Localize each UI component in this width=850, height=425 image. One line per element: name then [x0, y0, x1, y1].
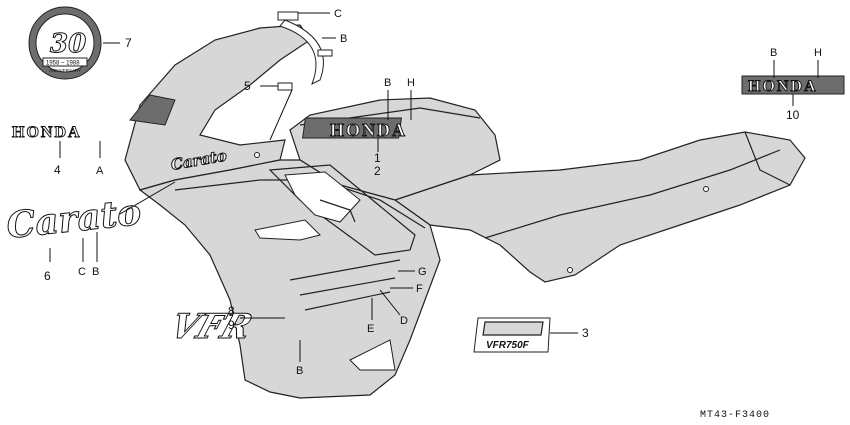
curved-strip: [279, 19, 324, 86]
mount-hole-3: [567, 267, 573, 273]
callout-C-top: C: [334, 8, 342, 20]
callout-4: 4: [54, 163, 61, 177]
callout-B-tank: B: [384, 77, 391, 89]
mount-hole-1: [254, 152, 260, 158]
callout-F: F: [416, 283, 423, 295]
strip-tab-mid: [317, 49, 333, 57]
callout-B-right: B: [770, 47, 777, 59]
carat-script-decal: Carato: [5, 191, 144, 247]
callout-1: 1: [374, 151, 381, 165]
strip-tab-bottom: [277, 82, 293, 91]
honda-tank-plate: [302, 117, 402, 139]
air-intake: [254, 219, 321, 241]
callout-C-carat: C: [78, 266, 86, 278]
callout-2: 2: [374, 164, 381, 178]
callout-10: 10: [786, 108, 800, 122]
callout-3: 3: [582, 326, 589, 340]
emblem-word: ANNIVERSARY: [49, 68, 81, 73]
callout-7: 7: [125, 36, 132, 50]
vent-inner: [284, 171, 361, 223]
vfr750f-badge: VFR750F: [473, 317, 551, 353]
badge-inner: [482, 321, 544, 336]
callout-A: A: [96, 165, 104, 177]
side-fairing: [138, 159, 441, 399]
curved-strip-decal: [277, 11, 333, 91]
callout-H-tank: H: [407, 77, 415, 89]
honda-right-decal: HONDA: [748, 78, 818, 95]
honda-left-decal: HONDA: [12, 124, 82, 141]
callout-H-right: H: [814, 47, 822, 59]
callout-B-carat: B: [92, 266, 99, 278]
lower-vent: [349, 339, 396, 371]
diagram-code: MT43-F3400: [700, 410, 771, 421]
callout-6: 6: [44, 269, 51, 283]
callout-G: G: [418, 266, 427, 278]
emblem-number: 30: [50, 29, 86, 59]
lower-stripe-1: [289, 259, 401, 281]
badge-text: VFR750F: [486, 340, 530, 351]
emblem-years-band: [42, 57, 88, 67]
lower-stripe-3: [304, 291, 391, 311]
tail-inner-line: [484, 149, 781, 239]
callout-D: D: [400, 315, 408, 327]
lower-stripe-2: [299, 277, 396, 296]
fairing-body: Carato VFR HONDA: [124, 24, 806, 399]
leader-strip-to-fairing: [269, 89, 293, 141]
callout-8: 8: [228, 304, 235, 318]
honda-tank-decal: HONDA: [330, 120, 407, 140]
tail-edge-line: [744, 131, 791, 186]
callout-B-top: B: [340, 33, 347, 45]
tail-cowl: [393, 131, 806, 283]
windscreen-dark: [129, 94, 176, 126]
strip-tab-top: [277, 11, 299, 21]
callout-9: 9: [228, 318, 235, 332]
leader-D: [379, 289, 401, 316]
vfr-fairing-decal: VFR: [165, 307, 257, 347]
callout-5: 5: [244, 79, 251, 93]
anniversary-emblem: 30 1958 ~ 1988 ANNIVERSARY: [28, 6, 102, 80]
callout-B-vfr: B: [296, 365, 303, 377]
callout-E: E: [367, 323, 374, 335]
mount-hole-2: [703, 186, 709, 192]
leader-carat-to-fairing: [119, 181, 176, 215]
emblem-years: 1958 ~ 1988: [46, 61, 80, 67]
vent-line: [319, 199, 356, 223]
